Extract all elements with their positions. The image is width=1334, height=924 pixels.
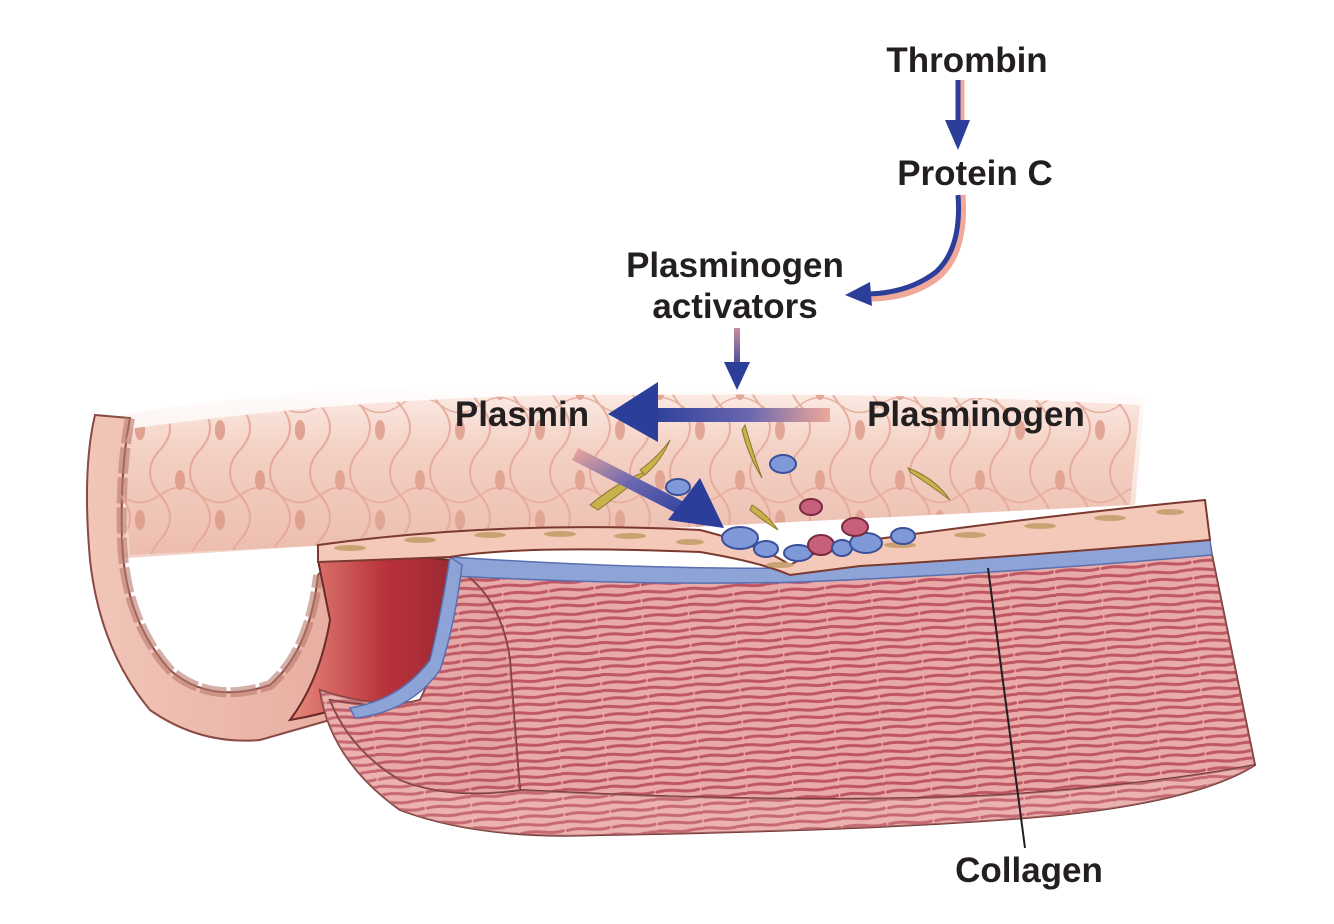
vessel-wall-curl	[85, 413, 347, 742]
activators-down-arrow	[724, 328, 750, 390]
label-plasminogen: Plasminogen	[867, 395, 1085, 434]
collagen-leader-line	[987, 567, 1026, 849]
label-thrombin: Thrombin	[886, 41, 1047, 80]
label-plasminogen-activators-line2: activators	[652, 287, 817, 326]
protein-c-to-activators-arrow	[845, 194, 966, 306]
plasminogen-to-plasmin-arrow	[608, 382, 830, 442]
thrombin-to-protein-c-arrow	[945, 80, 970, 150]
clot-cells	[665, 454, 916, 562]
plasmin-to-clot-arrow	[572, 448, 724, 528]
label-collagen: Collagen	[955, 851, 1103, 890]
label-plasminogen-activators-line1: Plasminogen	[626, 246, 844, 285]
vessel-background	[95, 383, 1145, 560]
label-protein-c: Protein C	[897, 154, 1053, 193]
collagen-layer	[348, 539, 1213, 719]
label-plasmin: Plasmin	[455, 395, 589, 434]
muscle-layer	[318, 543, 1257, 837]
endothelial-lining	[317, 498, 1212, 577]
fibrin-strands	[589, 423, 951, 531]
